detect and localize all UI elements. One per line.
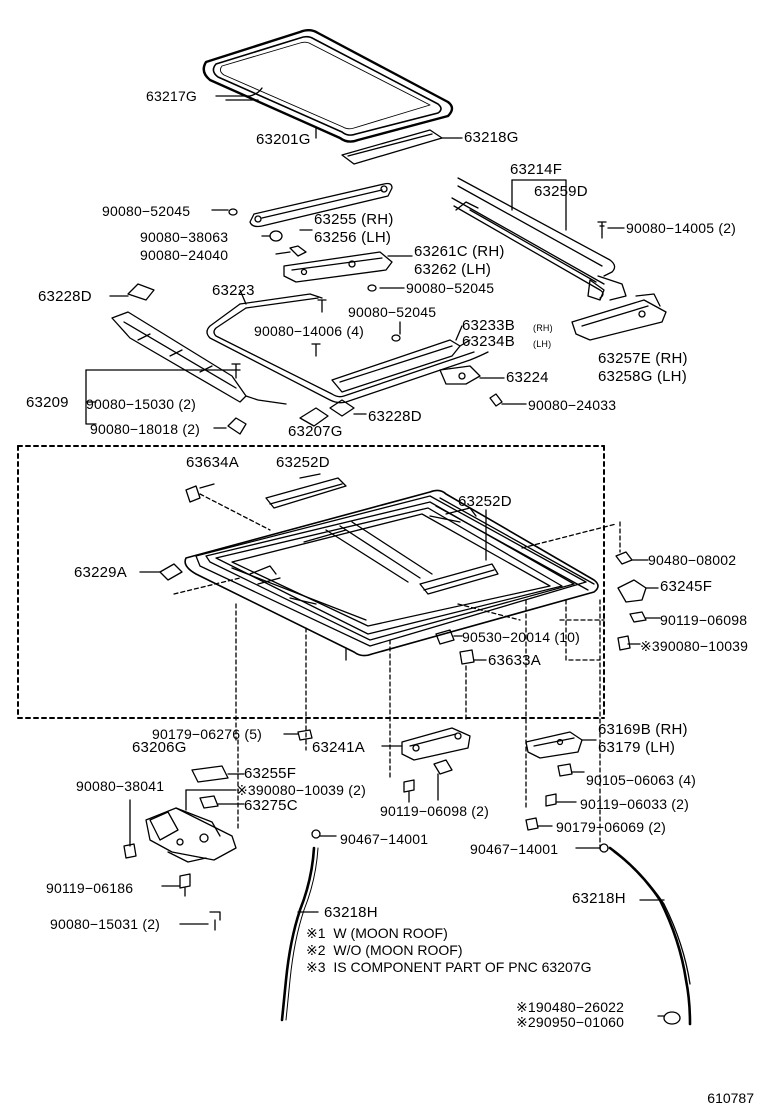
label-90080-38041: 90080−38041	[76, 778, 165, 794]
note-3: ※3 IS COMPONENT PART OF PNC 63207G	[306, 959, 591, 975]
figure-id: 610787	[707, 1090, 754, 1106]
weatherstrip-63252D-upper	[265, 477, 347, 509]
label-63209: 63209	[26, 394, 69, 411]
label-90080-52045-a: 90080−52045	[102, 203, 191, 219]
label-90080-15031: 90080−15031 (2)	[50, 916, 161, 932]
label-90179-06069: 90179−06069 (2)	[556, 819, 667, 835]
arm-63209	[111, 311, 287, 405]
label-63259D: 63259D	[534, 183, 588, 200]
label-63229A: 63229A	[74, 564, 127, 581]
note-3-mark: ※3	[306, 959, 326, 975]
label-63234B-side: (LH)	[533, 339, 552, 349]
note-2-text: W/O (MOON ROOF)	[333, 942, 463, 958]
glass-panel-63201G	[202, 29, 454, 143]
label-63224: 63224	[506, 369, 549, 386]
motor-63206G	[145, 807, 237, 863]
label-63218H-a: 63218H	[324, 904, 378, 921]
label-63201G: 63201G	[256, 131, 311, 148]
note-1-text: W (MOON ROOF)	[333, 925, 448, 941]
note-3-text: IS COMPONENT PART OF PNC 63207G	[333, 959, 592, 975]
label-63223: 63223	[212, 282, 255, 299]
label-190480-26022: ※190480−26022	[516, 999, 625, 1015]
label-63275C: 63275C	[244, 797, 298, 814]
bracket-63169B	[525, 731, 583, 759]
label-63214F: 63214F	[510, 161, 563, 178]
label-90080-18018: 90080−18018 (2)	[90, 421, 201, 437]
label-63206G: 63206G	[132, 739, 187, 756]
label-63233B-side: (RH)	[533, 323, 553, 333]
label-90467-14001-a: 90467−14001	[340, 831, 429, 847]
label-63218G: 63218G	[464, 129, 519, 146]
label-90119-06098-b: 90119−06098 (2)	[380, 803, 489, 819]
label-90080-24033: 90080−24033	[528, 397, 617, 413]
label-90467-14001-b: 90467−14001	[470, 841, 559, 857]
label-63257E: 63257E (RH)	[598, 350, 688, 367]
slider-63233B	[331, 339, 471, 393]
drain-hose-63218H-left	[280, 846, 319, 1022]
label-63252D-b: 63252D	[458, 493, 512, 510]
label-63218H-b: 63218H	[572, 890, 626, 907]
label-63169B: 63169B (RH)	[598, 721, 688, 738]
bracket-63257E	[571, 293, 667, 341]
note-1: ※1 W (MOON ROOF)	[306, 925, 448, 941]
label-63217G: 63217G	[146, 88, 198, 104]
label-90530-20014: 90530−20014 (10)	[462, 629, 581, 645]
bracket-63241A	[401, 727, 471, 761]
label-63255: 63255 (RH)	[314, 211, 394, 228]
label-63261C: 63261C (RH)	[414, 243, 505, 260]
link-63255	[249, 182, 393, 228]
label-90080-52045-b: 90080−52045	[406, 280, 495, 296]
label-90080-52045-c: 90080−52045	[348, 304, 437, 320]
label-63255F: 63255F	[244, 765, 297, 782]
rail-63214F	[451, 177, 627, 301]
label-63252D-a: 63252D	[276, 454, 330, 471]
label-63262: 63262 (LH)	[414, 261, 492, 278]
note-1-mark: ※1	[306, 925, 326, 941]
label-63179: 63179 (LH)	[598, 739, 676, 756]
label-63241A: 63241A	[312, 739, 365, 756]
drive-cable-63223	[206, 293, 489, 404]
label-63207G: 63207G	[288, 423, 343, 440]
label-63228D-b: 63228D	[368, 408, 422, 425]
label-90119-06098-a: 90119−06098	[660, 612, 748, 628]
label-63634A: 63634A	[186, 454, 239, 471]
label-90105-06063: 90105−06063 (4)	[586, 772, 697, 788]
label-90119-06186: 90119−06186	[46, 880, 134, 896]
label-90080-15030: 90080−15030 (2)	[86, 396, 197, 412]
label-90480-08002: 90480−08002	[648, 552, 737, 568]
label-63245F: 63245F	[660, 578, 713, 595]
drain-hose-63218H-right	[608, 846, 692, 1026]
housing-frame-63207G	[184, 489, 599, 657]
label-90179-06276: 90179−06276 (5)	[152, 726, 263, 742]
weatherstrip-63252D-lower	[419, 563, 499, 595]
seal-63218G	[341, 129, 463, 165]
label-90080-14006: 90080−14006 (4)	[254, 323, 365, 339]
label-90080-24040: 90080−24040	[140, 247, 229, 263]
label-90080-10039-b: ※390080−10039 (2)	[236, 782, 366, 798]
label-90080-14005: 90080−14005 (2)	[626, 220, 737, 236]
label-63228D-a: 63228D	[38, 288, 92, 305]
bracket-63261C	[283, 251, 393, 283]
label-90080-10039-a: ※390080−10039	[640, 638, 749, 654]
label-63233B: 63233B	[462, 317, 515, 334]
label-63633A: 63633A	[488, 652, 541, 669]
label-90080-38063: 90080−38063	[140, 229, 229, 245]
label-290950-01060: ※290950−01060	[516, 1014, 625, 1030]
label-63234B: 63234B	[462, 333, 515, 350]
label-63258G: 63258G (LH)	[598, 368, 687, 385]
note-2: ※2 W/O (MOON ROOF)	[306, 942, 463, 958]
note-2-mark: ※2	[306, 942, 326, 958]
label-63256: 63256 (LH)	[314, 229, 392, 246]
label-90119-06033: 90119−06033 (2)	[580, 796, 689, 812]
